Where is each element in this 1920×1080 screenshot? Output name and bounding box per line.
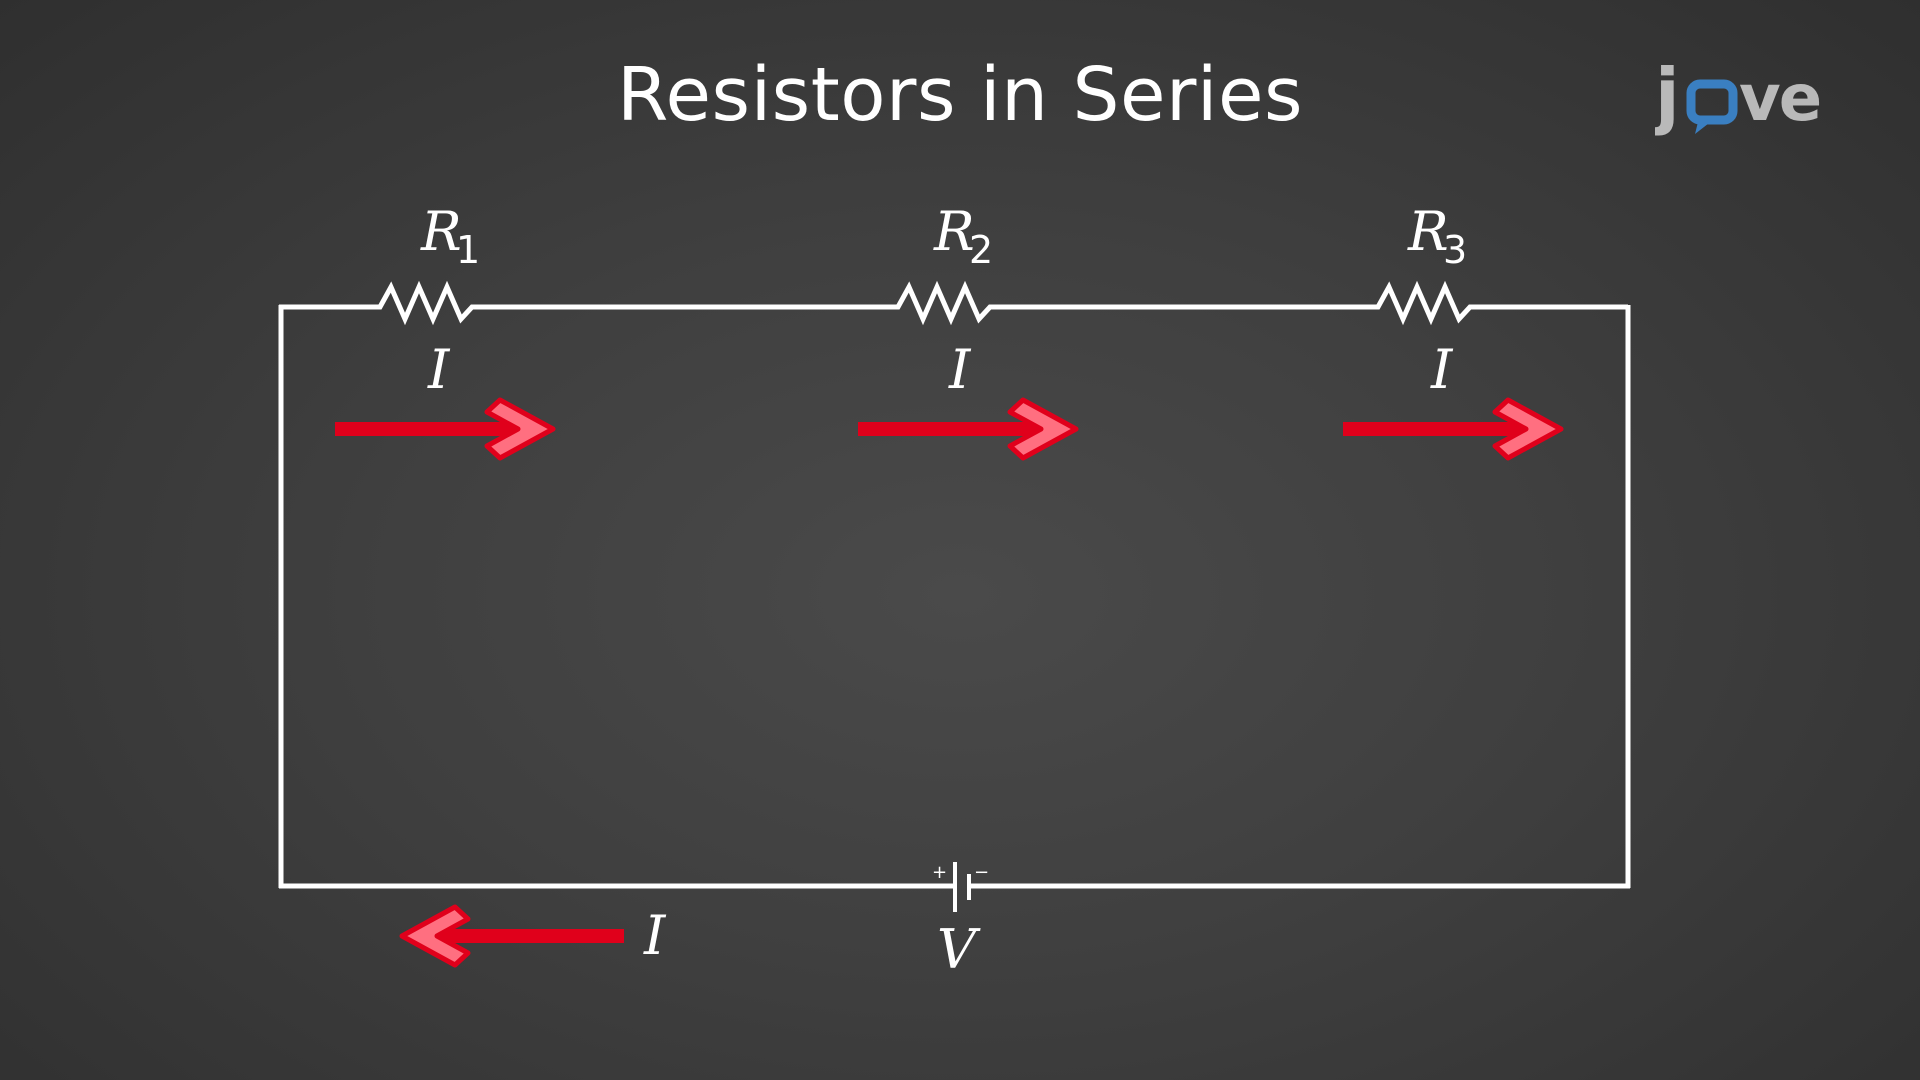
- current-arrow-left-icon: [399, 904, 624, 968]
- svg-text:R: R: [420, 200, 462, 263]
- top-wire: [279, 280, 1628, 326]
- slide-title: Resistors in Series: [616, 52, 1304, 138]
- battery-plus: +: [932, 862, 947, 883]
- battery-label: V: [937, 918, 981, 981]
- jove-logo: j ve: [1655, 58, 1822, 137]
- current-arrow-right-icon: [858, 397, 1079, 461]
- svg-text:3: 3: [1443, 228, 1467, 272]
- svg-text:R: R: [933, 200, 975, 263]
- resistor-label-3: R 3: [1407, 200, 1467, 272]
- svg-text:R: R: [1407, 200, 1449, 263]
- current-label-bottom: I: [643, 904, 667, 967]
- svg-text:2: 2: [969, 228, 993, 272]
- current-label-3: I: [1430, 338, 1454, 401]
- svg-text:j: j: [1655, 58, 1677, 137]
- current-label-2: I: [948, 338, 972, 401]
- current-arrow-right-icon: [335, 397, 556, 461]
- svg-text:ve: ve: [1739, 62, 1820, 136]
- battery-symbol: [953, 862, 971, 912]
- resistor-label-1: R 1: [420, 200, 480, 272]
- battery-minus: −: [974, 862, 989, 883]
- current-label-1: I: [427, 338, 451, 401]
- svg-text:1: 1: [456, 228, 480, 272]
- resistor-label-2: R 2: [933, 200, 993, 272]
- current-arrow-right-icon: [1343, 397, 1564, 461]
